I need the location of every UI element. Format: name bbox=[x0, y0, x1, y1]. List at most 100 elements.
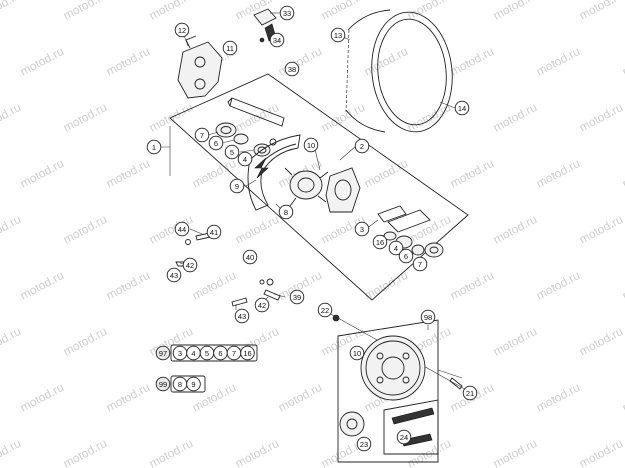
callout-circle bbox=[412, 256, 428, 272]
callout-circle bbox=[182, 257, 198, 273]
callout-circle bbox=[356, 436, 372, 452]
callout-label: 4 bbox=[243, 155, 247, 164]
wheel-hub bbox=[284, 167, 361, 213]
callout-circle bbox=[174, 22, 190, 38]
callout-circle bbox=[237, 151, 253, 167]
watermark-text: motod.ru bbox=[448, 44, 496, 79]
callout-16: 16 bbox=[240, 345, 255, 361]
callout-circle bbox=[155, 345, 171, 361]
callout-4: 4 bbox=[388, 240, 404, 256]
callout-22: 22 bbox=[317, 302, 333, 318]
watermark-text: motod.ru bbox=[577, 212, 625, 247]
callout-10: 10 bbox=[303, 137, 319, 153]
callout-97: 97 bbox=[155, 345, 171, 361]
callout-label: 97 bbox=[159, 349, 167, 358]
callout-circle bbox=[454, 100, 470, 116]
callout-16: 16 bbox=[372, 234, 388, 250]
watermark-text: motod.ru bbox=[534, 268, 582, 303]
rear-sprocket bbox=[360, 335, 463, 401]
callout-circle bbox=[206, 224, 222, 240]
callout-label: 34 bbox=[273, 36, 281, 45]
callout-8: 8 bbox=[278, 204, 294, 220]
callout-label: 5 bbox=[205, 349, 209, 358]
callout-label: 4 bbox=[394, 244, 398, 253]
callout-14: 14 bbox=[454, 100, 470, 116]
callout-44: 44 bbox=[174, 221, 190, 237]
callout-circle bbox=[229, 178, 245, 194]
sprocket-group-frame bbox=[337, 319, 439, 463]
watermark-text: motod.ru bbox=[0, 0, 23, 23]
callout-circle bbox=[330, 27, 346, 43]
callout-leaders bbox=[160, 12, 456, 330]
brake-disc bbox=[247, 134, 301, 211]
watermark-text: motod.ru bbox=[61, 0, 109, 23]
watermark-text: motod.ru bbox=[61, 436, 109, 468]
callout-circle bbox=[254, 297, 270, 313]
callout-label: 4 bbox=[191, 349, 195, 358]
watermark-text: motod.ru bbox=[620, 44, 625, 79]
watermark-text: motod.ru bbox=[276, 44, 324, 79]
callout-42: 42 bbox=[182, 257, 198, 273]
callout-circle bbox=[289, 289, 305, 305]
watermark-text: motod.ru bbox=[190, 268, 238, 303]
callout-1: 1 bbox=[146, 139, 162, 155]
watermark-text: motod.ru bbox=[61, 212, 109, 247]
callout-label: 39 bbox=[293, 293, 301, 302]
watermark-text: motod.ru bbox=[104, 44, 152, 79]
callout-12: 12 bbox=[174, 22, 190, 38]
callout-circle bbox=[388, 240, 404, 256]
callout-label: 9 bbox=[191, 380, 195, 389]
watermark-text: motod.ru bbox=[491, 436, 539, 468]
callout-23: 23 bbox=[356, 436, 372, 452]
callout-label: 7 bbox=[200, 131, 204, 140]
watermark-text: motod.ru bbox=[577, 324, 625, 359]
callout-7: 7 bbox=[226, 345, 242, 361]
callout-label: 99 bbox=[159, 380, 167, 389]
watermark-text: motod.ru bbox=[18, 380, 66, 415]
callout-7: 7 bbox=[412, 256, 428, 272]
callout-circle bbox=[224, 144, 240, 160]
kit-99-bracket bbox=[170, 375, 206, 393]
callout-circle bbox=[208, 135, 224, 151]
sprocket-bolts bbox=[332, 314, 463, 390]
callout-43: 43 bbox=[166, 267, 182, 283]
callout-6: 6 bbox=[208, 135, 224, 151]
watermark-text: motod.ru bbox=[104, 156, 152, 191]
callout-label: 3 bbox=[360, 225, 364, 234]
callout-circle bbox=[222, 40, 238, 56]
chain-and-sprocket bbox=[339, 399, 439, 455]
callout-circle bbox=[462, 385, 478, 401]
watermark-text: motod.ru bbox=[319, 0, 367, 23]
callout-4: 4 bbox=[237, 151, 253, 167]
callout-5: 5 bbox=[224, 144, 240, 160]
callout-label: 40 bbox=[246, 253, 254, 262]
callout-40: 40 bbox=[242, 249, 258, 265]
brake-caliper bbox=[177, 35, 223, 99]
callout-39: 39 bbox=[289, 289, 305, 305]
watermark-text: motod.ru bbox=[18, 268, 66, 303]
callout-6: 6 bbox=[398, 248, 414, 264]
watermark-text: motod.ru bbox=[534, 380, 582, 415]
kit-97-bracket bbox=[170, 344, 258, 362]
watermark-text: motod.ru bbox=[620, 268, 625, 303]
watermark-text: motod.ru bbox=[491, 100, 539, 135]
watermark-text: motod.ru bbox=[491, 212, 539, 247]
callout-label: 10 bbox=[353, 349, 361, 358]
watermark-text: motod.ru bbox=[0, 436, 23, 468]
callout-43: 43 bbox=[234, 308, 250, 324]
right-spacers bbox=[377, 205, 444, 258]
callout-4: 4 bbox=[186, 345, 201, 361]
callout-circle bbox=[349, 345, 365, 361]
callout-21: 21 bbox=[462, 385, 478, 401]
watermark-text: motod.ru bbox=[61, 100, 109, 135]
callout-24: 24 bbox=[396, 429, 412, 445]
callout-label: 9 bbox=[235, 182, 239, 191]
callout-circle bbox=[372, 234, 388, 250]
watermark-text: motod.ru bbox=[233, 100, 281, 135]
watermark-text: motod.ru bbox=[18, 156, 66, 191]
watermark-text: motod.ru bbox=[0, 324, 23, 359]
callout-label: 16 bbox=[376, 238, 384, 247]
callout-label: 22 bbox=[321, 306, 329, 315]
callout-label: 7 bbox=[232, 349, 236, 358]
watermark-text: motod.ru bbox=[0, 100, 23, 135]
